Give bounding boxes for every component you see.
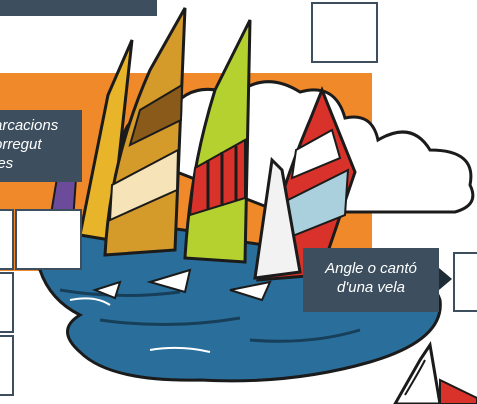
- drop-target-left[interactable]: [15, 209, 82, 270]
- label-right-line-1: Angle o cantó: [303, 259, 439, 278]
- drop-target-top[interactable]: [311, 2, 378, 63]
- label-left[interactable]: arcacions orregut ies: [0, 110, 82, 182]
- drop-target-edge-2[interactable]: [0, 272, 14, 333]
- label-left-line-3: ies: [0, 154, 82, 173]
- drop-target-edge-3[interactable]: [0, 335, 14, 396]
- label-left-line-1: arcacions: [0, 116, 82, 135]
- label-right-line-2: d'una vela: [303, 278, 439, 297]
- label-top[interactable]: [0, 0, 157, 16]
- label-right[interactable]: Angle o cantó d'una vela: [303, 248, 439, 312]
- drop-target-edge-1[interactable]: [0, 209, 14, 270]
- triangle-right-icon: [439, 268, 452, 290]
- label-left-line-2: orregut: [0, 135, 82, 154]
- drop-target-right[interactable]: [453, 252, 477, 312]
